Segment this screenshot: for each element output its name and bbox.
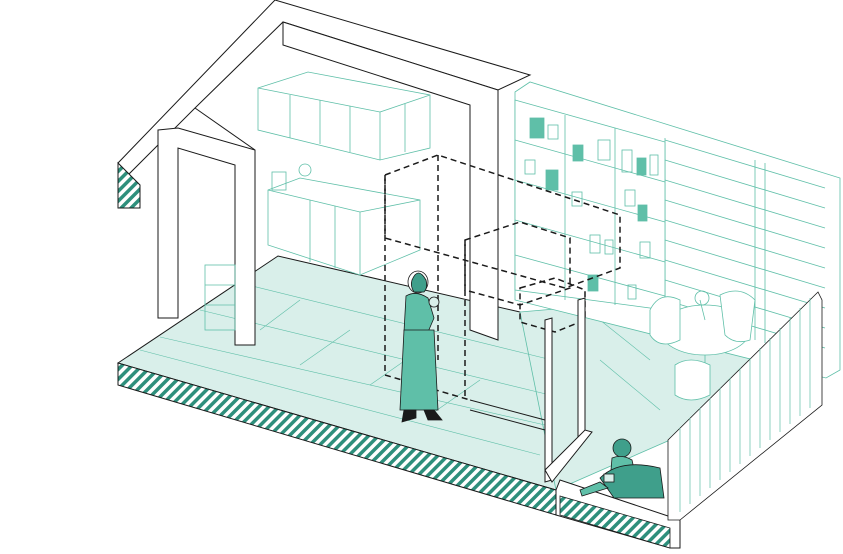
upper-cabinets [257, 71, 431, 161]
dashed-frames [384, 154, 621, 401]
chair-front [674, 359, 711, 401]
shelving-unit [514, 99, 666, 311]
sliding-door-frame [469, 297, 593, 483]
balcony-railing [667, 291, 823, 521]
dining-set [649, 290, 756, 401]
sitting-child-figure [579, 438, 665, 499]
kitchen [257, 71, 431, 276]
kitchen-counter [267, 177, 421, 276]
standing-woman-figure [399, 270, 443, 423]
balcony-cut-section [559, 495, 671, 549]
chair-left [649, 296, 681, 345]
chair-back [719, 290, 756, 343]
left-partition [117, 0, 532, 346]
